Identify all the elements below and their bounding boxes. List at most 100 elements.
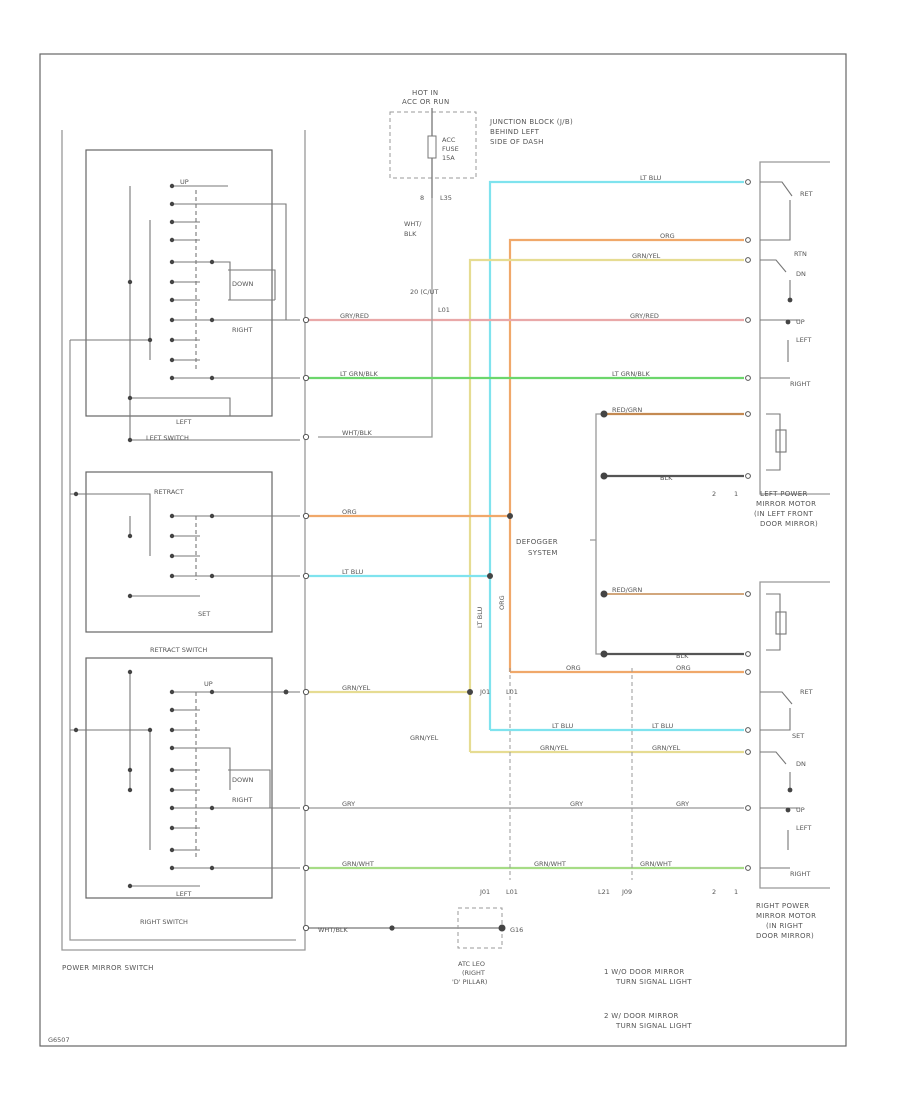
label-grn-yel-side: GRN/YEL [410, 734, 439, 742]
label-grn-wht-r: GRN/WHT [640, 860, 672, 868]
left-motor-label-1: LEFT POWER [760, 490, 808, 498]
wire-lt-blu-top [488, 180, 744, 730]
retract-switch-dots [73, 491, 215, 599]
left-mirror-motor: RET RTN DN UP LEFT RIGHT 2 1 LEFT POWER … [712, 161, 830, 528]
right-motor-pin-1: 1 [734, 888, 738, 896]
splice-dots [283, 410, 608, 695]
label-lt-grn-blk-l: LT GRN/BLK [340, 370, 378, 378]
label-org-vert: ORG [498, 595, 506, 610]
wire-org-top [508, 238, 744, 672]
fuse-block-outline [389, 111, 477, 179]
hot-in-label: HOT IN [412, 89, 438, 97]
left-motor-label-2: MIRROR MOTOR [756, 500, 816, 508]
set-label: SET [198, 610, 210, 618]
right-switch-name: RIGHT SWITCH [140, 918, 188, 926]
right-motor-label-4: DOOR MIRROR) [756, 932, 814, 940]
left-motor-pin-1: 1 [734, 490, 738, 498]
left-motor-right: RIGHT [790, 380, 810, 388]
label-blk-bot: BLK [676, 652, 689, 660]
acc-or-run-label: ACC OR RUN [402, 98, 450, 106]
right-switch-right-label: RIGHT [232, 796, 252, 804]
label-connector-c1: 20 (C/UT [410, 288, 438, 296]
label-lt-blu-top: LT BLU [640, 174, 662, 182]
ground-name-1: ATC LEO [458, 960, 485, 968]
right-motor-left: LEFT [796, 824, 811, 832]
wire-grn-yel-top [468, 258, 744, 752]
left-switch-down-label: DOWN [232, 280, 254, 288]
defogger-label-2: SYSTEM [528, 549, 558, 557]
retract-switch-name: RETRACT SWITCH [150, 646, 207, 654]
label-grn-yel-low-r: GRN/YEL [652, 744, 681, 752]
label-gry-r: GRY [676, 800, 689, 808]
left-motor-pin-2: 2 [712, 490, 716, 498]
left-switch-dots [127, 183, 215, 443]
label-blk-top: BLK [660, 474, 673, 482]
label-lt-blu-low: LT BLU [552, 722, 574, 730]
label-connector-j01b: J01 [479, 888, 490, 896]
junction-block-label-2: BEHIND LEFT [490, 128, 540, 136]
feed-wire-color-1: WHT/ [404, 220, 422, 228]
defogger-bracket [590, 413, 604, 655]
label-org-low: ORG [566, 664, 581, 672]
left-motor-label-4: DOOR MIRROR) [760, 520, 818, 528]
retract-switch-contacts [70, 493, 300, 597]
ground-stub-label: G16 [510, 926, 523, 934]
right-switch-down-label: DOWN [232, 776, 254, 784]
right-switch-dots [73, 669, 289, 889]
label-wht-blk: WHT/BLK [342, 429, 373, 437]
label-connector-j09: J09 [621, 888, 632, 896]
left-switch-name: LEFT SWITCH [146, 434, 189, 442]
label-lt-grn-blk-r: LT GRN/BLK [612, 370, 650, 378]
right-motor-pin-2: 2 [712, 888, 716, 896]
feed-wire-color-2: BLK [404, 230, 417, 238]
label-gry-red-r: GRY/RED [630, 312, 659, 320]
label-red-grn-bot: RED/GRN [612, 586, 642, 594]
feed-wire-down [318, 198, 433, 438]
footnotes: 1 W/O DOOR MIRROR TURN SIGNAL LIGHT 2 W/… [604, 968, 692, 1030]
right-motor-right: RIGHT [790, 870, 810, 878]
label-connector-l01c: L01 [506, 888, 518, 896]
ground-name-3: 'D' PILLAR) [452, 978, 487, 986]
label-org-mid: ORG [342, 508, 357, 516]
right-motor-label-1: RIGHT POWER [756, 902, 809, 910]
label-connector-l21: L21 [598, 888, 610, 896]
label-grn-yel-low: GRN/YEL [540, 744, 569, 752]
label-grn-yel-mid: GRN/YEL [342, 684, 371, 692]
left-switch-up-label: UP [180, 178, 189, 186]
right-mirror-motor: RET SET DN UP LEFT RIGHT 2 1 RIGHT POWER… [712, 581, 830, 940]
right-motor-label-2: MIRROR MOTOR [756, 912, 816, 920]
left-motor-dn: DN [796, 270, 806, 278]
fuse-pin-label: 8 [420, 194, 424, 202]
wire-labels: LT BLU ORG GRN/YEL 20 (C/UT L01 GRY/RED … [340, 174, 691, 896]
right-motor-ret: RET [800, 688, 813, 696]
fuse-icon [427, 135, 437, 159]
left-motor-label-3: (IN LEFT FRONT [754, 510, 814, 518]
label-gry-l: GRY [342, 800, 355, 808]
label-org-low-r: ORG [676, 664, 691, 672]
ground-point-icon [498, 924, 506, 932]
right-motor-set: SET [792, 732, 804, 740]
connector-dividers [431, 290, 633, 880]
right-motor-up: UP [796, 806, 805, 814]
right-switch-contacts [70, 672, 300, 887]
ground-wire-label: WHT/BLK [318, 926, 349, 934]
switch-terminals [302, 316, 310, 932]
diagram-frame [39, 53, 847, 1047]
label-org-top: ORG [660, 232, 675, 240]
label-gry-red-l: GRY/RED [340, 312, 369, 320]
label-lt-blu-vert: LT BLU [476, 606, 484, 628]
note-1-b: TURN SIGNAL LIGHT [615, 978, 692, 986]
figure-id: G6507 [48, 1036, 70, 1044]
right-motor-label-3: (IN RIGHT [766, 922, 803, 930]
label-red-grn-top: RED/GRN [612, 406, 642, 414]
fuse-connector-label: L35 [440, 194, 452, 202]
junction-block: HOT IN ACC OR RUN ACC FUSE 15A JUNCTION … [318, 89, 573, 438]
label-connector-j01: J01 [479, 688, 490, 696]
power-mirror-switch: POWER MIRROR SWITCH [61, 130, 306, 972]
left-switch-right-label: RIGHT [232, 326, 252, 334]
label-lt-blu-low-r: LT BLU [652, 722, 674, 730]
note-1-a: 1 W/O DOOR MIRROR [604, 968, 685, 976]
label-grn-yel-top: GRN/YEL [632, 252, 661, 260]
right-switch-box [85, 657, 273, 899]
power-mirror-switch-label: POWER MIRROR SWITCH [62, 964, 154, 972]
